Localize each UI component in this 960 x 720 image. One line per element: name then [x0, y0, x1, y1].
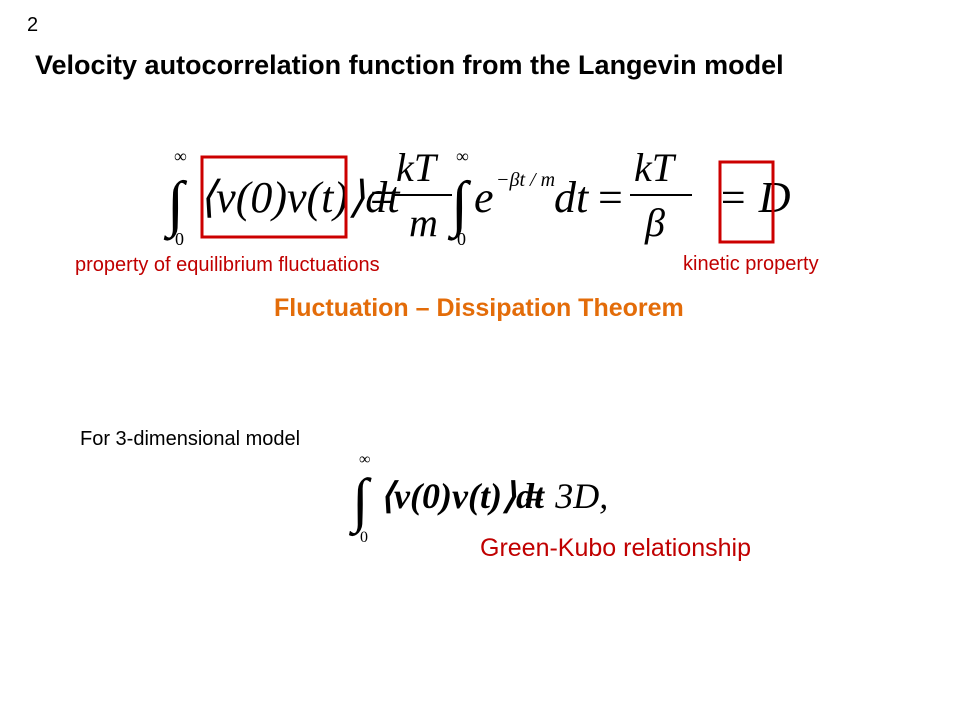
exponential-power: −βt / m	[496, 169, 555, 191]
integral-upper-limit: ∞	[359, 451, 370, 468]
slide-title: Velocity autocorrelation function from t…	[35, 50, 784, 80]
integral-upper-limit: ∞	[456, 146, 469, 166]
fraction-numerator: kT	[634, 145, 677, 190]
velocity-autocorrelation-term: ⟨v(0)v(t)⟩dt	[199, 173, 401, 222]
integral-sign: ∫	[447, 170, 472, 241]
integral-sign: ∫	[349, 467, 372, 537]
integral-sign: ∫	[163, 170, 188, 241]
diffusion-coefficient-term: = D	[718, 173, 791, 222]
integral-upper-limit: ∞	[174, 146, 187, 166]
dt-term: dt	[554, 173, 590, 222]
green-kubo-result: = 3D,	[522, 476, 608, 516]
integral-lower-limit: 0	[175, 229, 184, 249]
vector-autocorrelation-term: ⟨v(0)v(t)⟩dt	[380, 476, 545, 516]
fraction-denominator: β	[644, 200, 665, 245]
page-number: 2	[27, 14, 39, 36]
three-dimensional-label: For 3-dimensional model	[80, 428, 301, 450]
green-kubo-label: Green-Kubo relationship	[480, 534, 751, 562]
fluctuation-dissipation-heading: Fluctuation – Dissipation Theorem	[274, 294, 684, 322]
equilibrium-fluctuations-label: property of equilibrium fluctuations	[75, 254, 380, 276]
highlight-box-autocorrelation	[200, 155, 348, 239]
kinetic-property-label: kinetic property	[683, 253, 819, 275]
equals-sign: =	[598, 173, 623, 222]
integral-lower-limit: 0	[360, 529, 368, 546]
fraction-denominator: m	[409, 200, 438, 245]
integral-lower-limit: 0	[457, 229, 466, 249]
exponential-base: e	[474, 173, 494, 222]
equals-sign: =	[370, 173, 395, 222]
fraction-numerator: kT	[396, 145, 439, 190]
highlight-box-diffusion	[718, 160, 775, 244]
